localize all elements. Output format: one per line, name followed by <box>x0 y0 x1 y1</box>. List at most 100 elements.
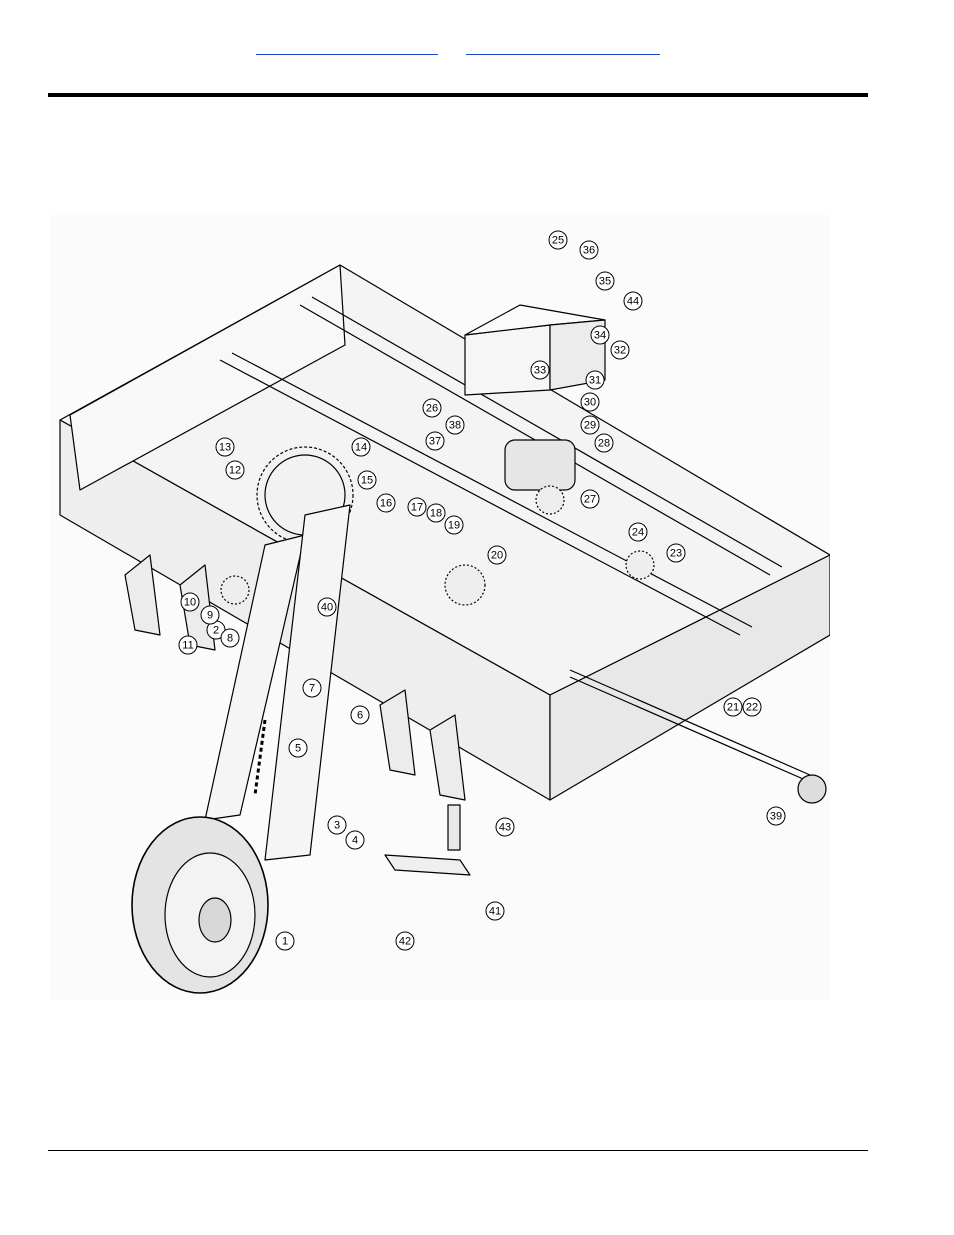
callout-label: 31 <box>589 375 601 387</box>
callout-17: 17 <box>408 498 426 516</box>
callout-30: 30 <box>581 393 599 411</box>
header-rule <box>48 93 868 97</box>
callout-27: 27 <box>581 490 599 508</box>
header-link-left[interactable] <box>256 40 438 55</box>
callout-label: 29 <box>584 420 596 432</box>
callout-9: 9 <box>201 606 219 624</box>
jack-handle <box>385 855 470 875</box>
sprocket-small-d <box>626 551 654 579</box>
callout-26: 26 <box>423 399 441 417</box>
callout-39: 39 <box>767 807 785 825</box>
callout-label: 35 <box>599 276 611 288</box>
callout-label: 12 <box>229 465 241 477</box>
callout-label: 19 <box>448 520 460 532</box>
callout-11: 11 <box>179 636 197 654</box>
callout-label: 3 <box>334 820 340 832</box>
header-links <box>0 40 954 60</box>
callout-label: 7 <box>309 683 315 695</box>
callout-label: 6 <box>357 710 363 722</box>
callout-label: 41 <box>489 906 501 918</box>
callout-23: 23 <box>667 544 685 562</box>
callout-label: 8 <box>227 633 233 645</box>
callout-31: 31 <box>586 371 604 389</box>
callout-25: 25 <box>549 231 567 249</box>
sprocket-small-c <box>536 486 564 514</box>
callout-19: 19 <box>445 516 463 534</box>
callout-label: 30 <box>584 397 596 409</box>
callout-label: 9 <box>207 610 213 622</box>
callout-label: 13 <box>219 442 231 454</box>
callout-label: 23 <box>670 548 682 560</box>
callout-label: 21 <box>727 702 739 714</box>
callout-8: 8 <box>221 629 239 647</box>
callout-label: 33 <box>534 365 546 377</box>
callout-5: 5 <box>289 739 307 757</box>
callout-38: 38 <box>446 416 464 434</box>
callout-4: 4 <box>346 831 364 849</box>
callout-label: 17 <box>411 502 423 514</box>
callout-label: 27 <box>584 494 596 506</box>
callout-6: 6 <box>351 706 369 724</box>
callout-label: 26 <box>426 403 438 415</box>
callout-32: 32 <box>611 341 629 359</box>
jack-pin <box>448 805 460 850</box>
callout-16: 16 <box>377 494 395 512</box>
callout-14: 14 <box>352 438 370 456</box>
callout-41: 41 <box>486 902 504 920</box>
callout-29: 29 <box>581 416 599 434</box>
callout-label: 44 <box>627 296 639 308</box>
callout-20: 20 <box>488 546 506 564</box>
header-link-right[interactable] <box>466 40 660 55</box>
callout-37: 37 <box>426 432 444 450</box>
callout-label: 43 <box>499 822 511 834</box>
callout-label: 10 <box>184 597 196 609</box>
callout-12: 12 <box>226 461 244 479</box>
callout-7: 7 <box>303 679 321 697</box>
callout-label: 5 <box>295 743 301 755</box>
sprocket-small-a <box>221 576 249 604</box>
callout-label: 37 <box>429 436 441 448</box>
hopper-box-front <box>465 325 550 395</box>
callout-13: 13 <box>216 438 234 456</box>
callout-label: 38 <box>449 420 461 432</box>
callout-label: 36 <box>583 245 595 257</box>
callout-34: 34 <box>591 326 609 344</box>
callout-label: 11 <box>182 640 193 652</box>
callout-label: 40 <box>321 602 333 614</box>
callout-43: 43 <box>496 818 514 836</box>
callout-label: 24 <box>632 527 644 539</box>
callout-label: 15 <box>361 475 373 487</box>
gearbox <box>505 440 575 490</box>
footer-rule <box>48 1150 868 1151</box>
callout-44: 44 <box>624 292 642 310</box>
callout-40: 40 <box>318 598 336 616</box>
callout-33: 33 <box>531 361 549 379</box>
callout-label: 16 <box>380 498 392 510</box>
callout-15: 15 <box>358 471 376 489</box>
callout-label: 39 <box>770 811 782 823</box>
callout-label: 1 <box>282 936 288 948</box>
callout-1: 1 <box>276 932 294 950</box>
callout-28: 28 <box>595 434 613 452</box>
callout-label: 22 <box>746 702 758 714</box>
callout-label: 14 <box>355 442 367 454</box>
shaft-cap <box>798 775 826 803</box>
callout-label: 20 <box>491 550 503 562</box>
callout-21: 21 <box>724 698 742 716</box>
callout-18: 18 <box>427 504 445 522</box>
callout-24: 24 <box>629 523 647 541</box>
callout-label: 2 <box>213 625 219 637</box>
callout-3: 3 <box>328 816 346 834</box>
callout-label: 32 <box>614 345 626 357</box>
callout-label: 34 <box>594 330 606 342</box>
callout-22: 22 <box>743 698 761 716</box>
callout-label: 25 <box>552 235 564 247</box>
callout-42: 42 <box>396 932 414 950</box>
callout-36: 36 <box>580 241 598 259</box>
callout-label: 18 <box>430 508 442 520</box>
sprocket-small-b <box>445 565 485 605</box>
gauge-wheel-hub <box>199 898 231 942</box>
callout-10: 10 <box>181 593 199 611</box>
